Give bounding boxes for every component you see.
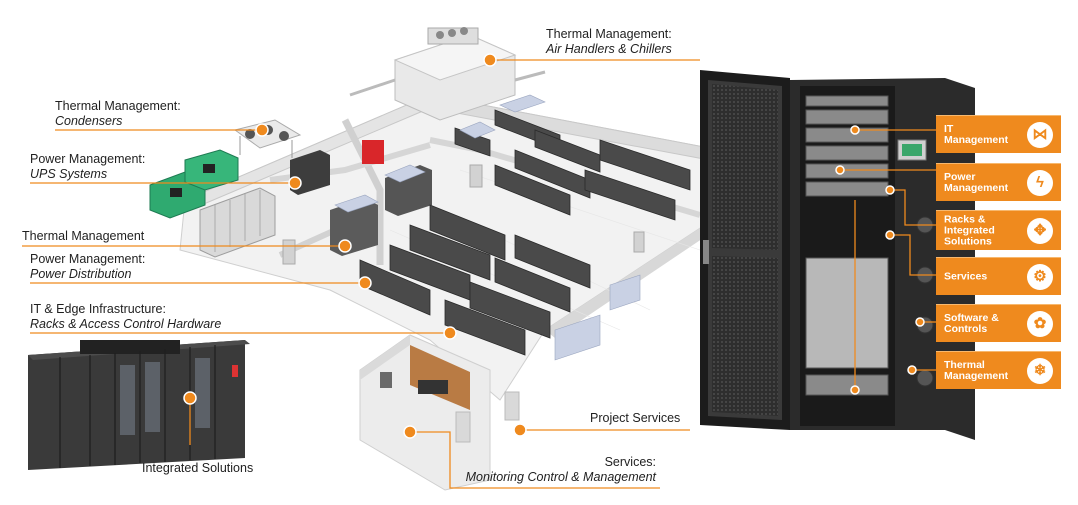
label-title: Thermal Management: bbox=[55, 99, 181, 113]
label-title: Project Services bbox=[590, 411, 681, 425]
orange-markers bbox=[183, 53, 925, 439]
label-thermal-air-handlers: Thermal Management: Air Handlers & Chill… bbox=[546, 27, 672, 57]
label-subtitle: Racks & Access Control Hardware bbox=[30, 317, 222, 331]
gear-icon: ⚙ bbox=[1027, 263, 1053, 290]
label-integrated-solutions: Integrated Solutions bbox=[142, 461, 253, 476]
lightning-icon: ϟ bbox=[1027, 169, 1053, 196]
panel-label: Thermal Management bbox=[944, 358, 1009, 382]
rack-cold-aisle-tops bbox=[334, 94, 641, 361]
label-subtitle: Condensers bbox=[55, 114, 123, 128]
label-power-distribution: Power Management: Power Distribution bbox=[30, 252, 145, 282]
rack-icon: ✥ bbox=[1027, 217, 1053, 244]
label-project-services: Project Services bbox=[590, 411, 680, 426]
label-title: Power Management: bbox=[30, 152, 146, 166]
panel-services: Services ⚙ bbox=[936, 257, 1061, 295]
label-title: Integrated Solutions bbox=[142, 461, 254, 475]
network-icon: ⋈ bbox=[1027, 121, 1053, 148]
panel-label: Power Management bbox=[944, 170, 1009, 194]
label-subtitle: Power Distribution bbox=[30, 267, 132, 281]
controls-icon: ✿ bbox=[1027, 310, 1053, 337]
label-title: Power Management: bbox=[30, 252, 146, 266]
panel-label: Services bbox=[944, 270, 988, 282]
panel-it-management: IT Management ⋈ bbox=[936, 115, 1061, 153]
snowflake-icon: ❄ bbox=[1027, 357, 1053, 384]
panel-power-management: Power Management ϟ bbox=[936, 163, 1061, 201]
label-thermal-condensers: Thermal Management: Condensers bbox=[55, 99, 181, 129]
condensers bbox=[233, 119, 302, 158]
panel-thermal-management: Thermal Management ❄ bbox=[936, 351, 1061, 389]
leader-lines bbox=[22, 59, 936, 489]
label-title: IT & Edge Infrastructure: bbox=[30, 302, 166, 316]
label-subtitle: Air Handlers & Chillers bbox=[546, 42, 672, 56]
integrated-solutions-block bbox=[28, 340, 250, 470]
label-subtitle: UPS Systems bbox=[30, 167, 108, 181]
panel-racks-integrated: Racks & Integrated Solutions ✥ bbox=[936, 210, 1061, 250]
label-title: Services: bbox=[604, 455, 656, 469]
label-subtitle: Monitoring Control & Management bbox=[465, 470, 656, 484]
label-it-edge: IT & Edge Infrastructure: Racks & Access… bbox=[30, 302, 221, 332]
rack-cabinet bbox=[700, 70, 975, 440]
panel-label: IT Management bbox=[944, 122, 1009, 146]
label-title: Thermal Management: bbox=[546, 27, 672, 41]
label-power-ups: Power Management: UPS Systems bbox=[30, 152, 145, 182]
panel-label: Software & Controls bbox=[944, 311, 999, 335]
label-services-monitoring: Services: Monitoring Control & Managemen… bbox=[450, 455, 656, 485]
panel-software-controls: Software & Controls ✿ bbox=[936, 304, 1061, 342]
server-rack-rows bbox=[359, 109, 691, 356]
panel-label: Racks & Integrated Solutions bbox=[944, 213, 995, 247]
label-thermal-management: Thermal Management bbox=[22, 229, 144, 244]
label-title: Thermal Management bbox=[22, 229, 145, 243]
